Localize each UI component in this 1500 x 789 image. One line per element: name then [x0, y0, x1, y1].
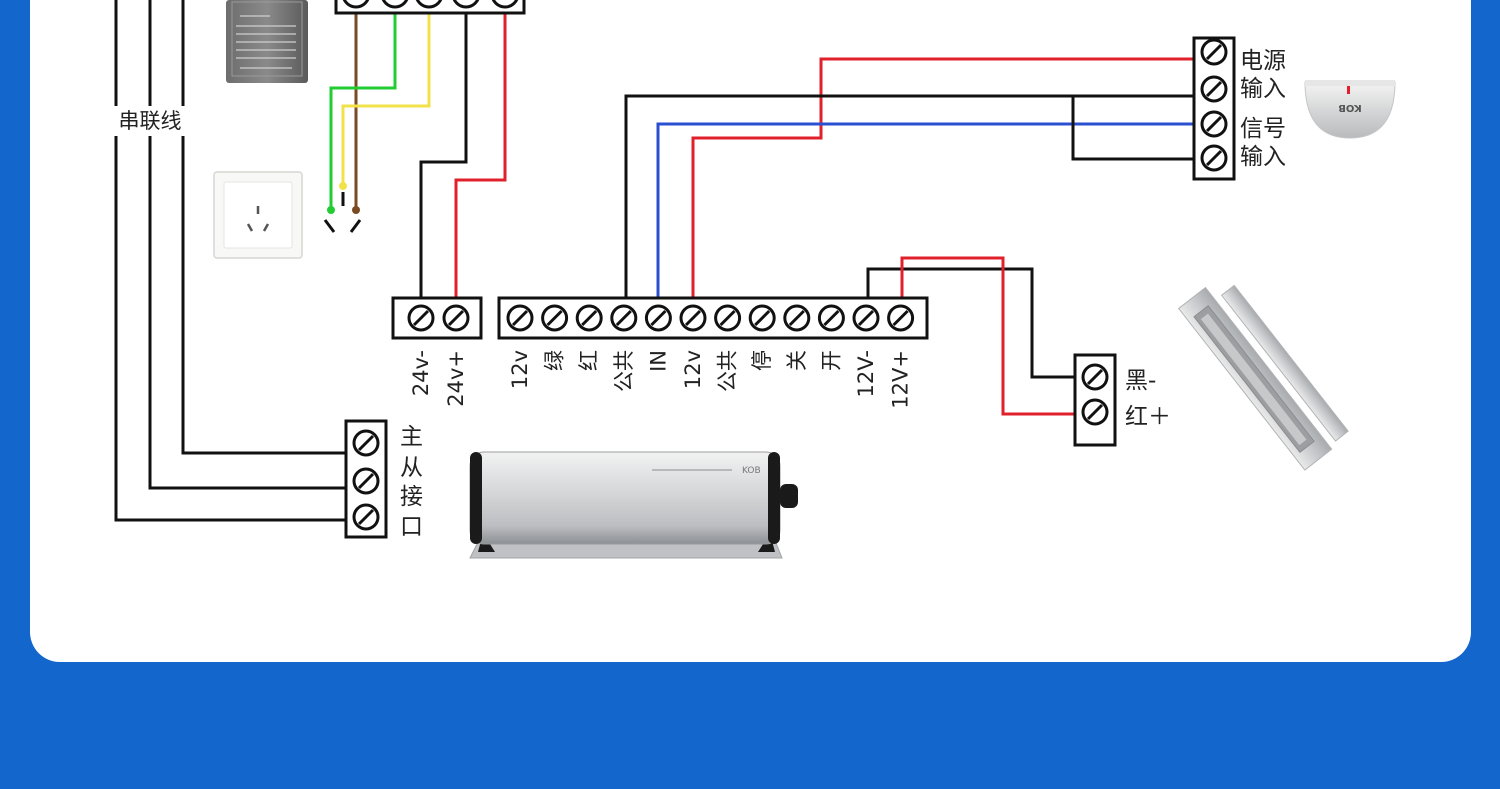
terminal-main-screw	[887, 304, 915, 332]
power-supply-image	[226, 0, 308, 83]
series-wire-1	[114, 0, 346, 522]
wire-24v-plus	[454, 10, 507, 298]
terminal-main-label: 12V+	[889, 350, 913, 409]
terminal-lock-screw	[1081, 398, 1109, 426]
terminal-main-screw	[644, 304, 672, 332]
wire-yellow	[341, 10, 431, 186]
signal-input-label-1: 信号	[1240, 116, 1286, 142]
terminal-main-label: 绿	[543, 350, 567, 371]
power-input-label-1: 电源	[1240, 48, 1286, 74]
power-input-label-2: 输入	[1240, 76, 1286, 102]
terminal-main-label: 红	[577, 350, 601, 371]
terminal-master-slave-screw	[352, 429, 380, 457]
master-slave-label-4: 口	[400, 514, 423, 540]
terminal-main-screw	[506, 304, 534, 332]
wire-24v-minus	[419, 10, 468, 298]
terminal-main-screw	[783, 304, 811, 332]
terminal-sensor-screw	[1200, 144, 1228, 172]
master-slave-label-3: 接	[400, 484, 423, 510]
terminal-main-screw	[610, 304, 638, 332]
terminal-lock	[1073, 353, 1117, 447]
series-line-label-bg	[108, 106, 192, 136]
terminal-sensor-screw	[1200, 38, 1228, 66]
terminal-lock-screw	[1081, 363, 1109, 391]
terminal-master-slave	[344, 419, 388, 539]
lock-black-label: 黑-	[1125, 368, 1156, 394]
terminal-master-slave-screw	[352, 503, 380, 531]
terminal-main-label: 公共	[716, 350, 740, 392]
terminal-main-label: 12v	[681, 350, 705, 389]
wire-lock-black	[866, 267, 1080, 379]
terminal-main-screw	[679, 304, 707, 332]
terminal-main-screw	[575, 304, 603, 332]
terminal-24v-screw	[442, 304, 470, 332]
magnetic-lock-image	[1177, 284, 1349, 471]
terminal-main-screw	[817, 304, 845, 332]
terminal-main-label: 关	[785, 350, 809, 371]
series-wire-2	[148, 0, 346, 490]
terminal-main-label: 12V-	[854, 350, 878, 397]
terminal-main-label: IN	[646, 350, 670, 372]
lock-red-label: 红＋	[1125, 404, 1171, 430]
terminal-sensor-screw	[1200, 75, 1228, 103]
door-operator-image: KOB	[469, 451, 798, 559]
signal-input-label-2: 输入	[1240, 144, 1286, 170]
terminal-24v	[391, 296, 483, 340]
wall-socket-image	[213, 171, 303, 259]
wire-lock-red	[900, 256, 1080, 416]
terminal-main-screw	[748, 304, 776, 332]
wires	[114, 0, 1200, 522]
wire-sensor-black	[624, 94, 1200, 298]
terminal-main-label: 停	[750, 350, 774, 371]
terminal-main-label: 公共	[612, 350, 636, 392]
wire-sensor-blue	[656, 122, 1200, 298]
wire-green	[329, 10, 397, 210]
terminal-main	[497, 296, 929, 340]
terminal-main-screw	[852, 304, 880, 332]
series-line-label: 串联线	[119, 109, 182, 133]
terminal-24v-label: 24v+	[444, 350, 468, 407]
terminal-master-slave-screw	[352, 467, 380, 495]
terminal-main-screw	[714, 304, 742, 332]
master-slave-label-1: 主	[400, 424, 423, 450]
series-wire-3	[181, 0, 346, 455]
terminal-24v-screw	[407, 304, 435, 332]
master-slave-label-2: 从	[400, 455, 423, 481]
terminal-main-label: 开	[819, 350, 843, 371]
terminal-main-label: 12v	[508, 350, 532, 389]
terminal-main-screw	[541, 304, 569, 332]
sensor-brand: KOB	[1338, 102, 1361, 113]
top-terminal-block	[334, 0, 526, 15]
terminal-sensor	[1192, 36, 1236, 181]
wire-sensor-red	[691, 57, 1200, 298]
operator-brand: KOB	[742, 466, 761, 476]
terminal-24v-label: 24v-	[409, 350, 433, 396]
sensor-image: KOB	[1304, 80, 1396, 139]
terminal-sensor-screw	[1200, 110, 1228, 138]
mains-plug-symbol	[323, 182, 362, 233]
wire-sensor-black-2	[1071, 96, 1200, 161]
terminal-24v-labels: 24v- 24v+	[409, 350, 468, 407]
